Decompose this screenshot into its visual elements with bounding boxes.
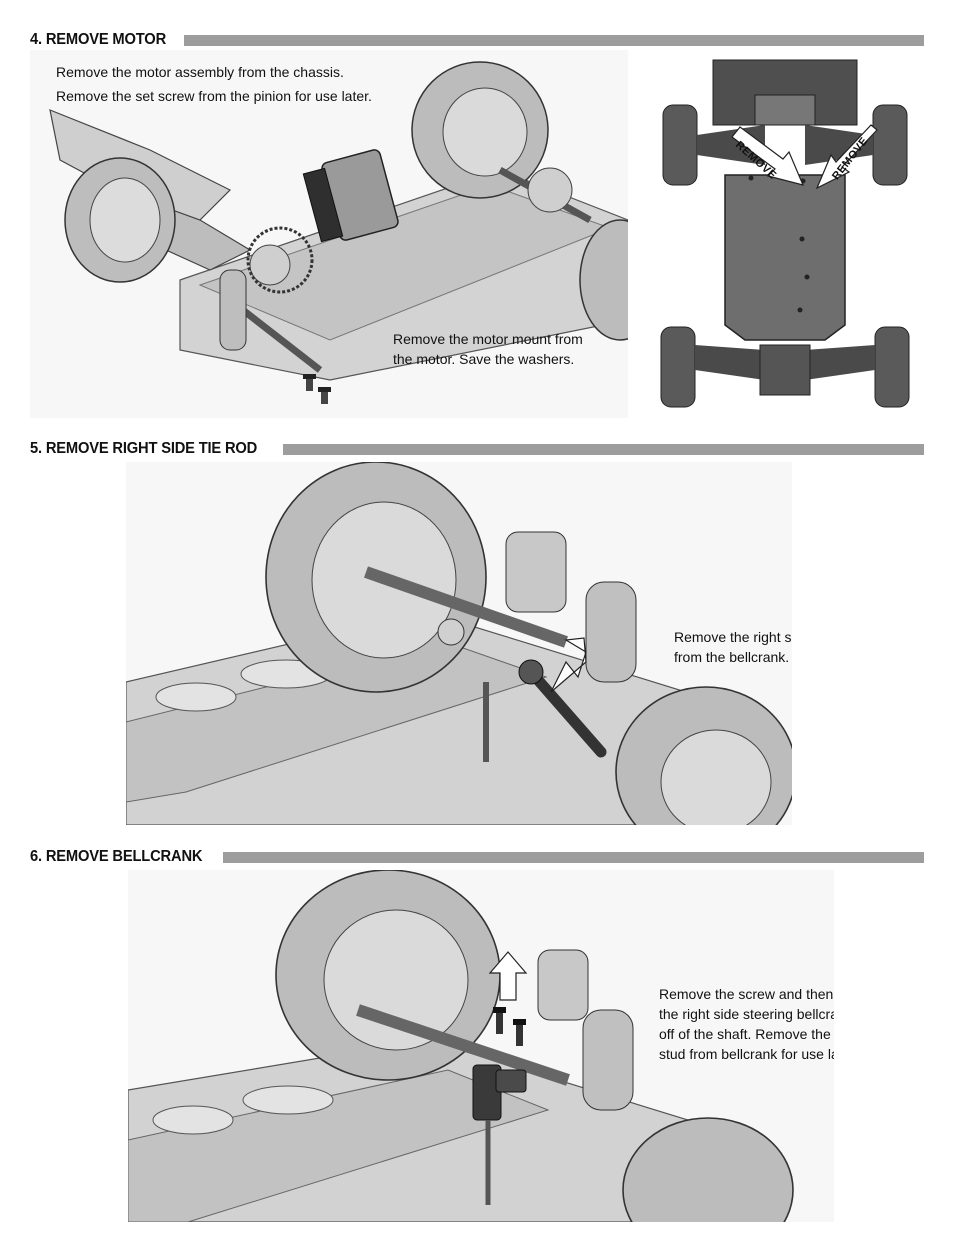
caption-line: the motor. Save the washers. xyxy=(393,351,575,367)
caption-line: off of the shaft. Remove the ball xyxy=(659,1026,834,1042)
caption-line: Remove the set screw from the pinion for… xyxy=(56,88,372,104)
step-5-rule xyxy=(282,443,924,455)
step-6-caption: Remove the screw and then slide the righ… xyxy=(659,984,834,1064)
step-4-title: 4. REMOVE MOTOR xyxy=(30,31,167,48)
step-5-header: 5. REMOVE RIGHT SIDE TIE ROD xyxy=(30,439,924,459)
step-4-caption-2: Remove the motor mount from the motor. S… xyxy=(393,329,583,369)
caption-line: Remove the motor assembly from the chass… xyxy=(56,64,344,80)
step-4-caption-1: Remove the motor assembly from the chass… xyxy=(56,62,372,106)
step-4-top-view-illustration: REMOVE REMOVE xyxy=(655,55,915,413)
caption-line: stud from bellcrank for use later. xyxy=(659,1046,834,1062)
caption-line: the right side steering bellcrank xyxy=(659,1006,834,1022)
step-5-caption: Remove the right side tie rod from the b… xyxy=(674,627,792,667)
step-4-header: 4. REMOVE MOTOR xyxy=(30,30,924,50)
step-4-motor-illustration: Remove the motor assembly from the chass… xyxy=(30,50,628,418)
step-6-rule xyxy=(223,851,924,863)
step-4-rule xyxy=(183,34,924,46)
step-5-tie-rod-illustration: Remove the right side tie rod from the b… xyxy=(126,462,792,825)
step-6-bellcrank-illustration: Remove the screw and then slide the righ… xyxy=(128,870,834,1222)
caption-line: Remove the screw and then slide xyxy=(659,986,834,1002)
caption-line: from the bellcrank. xyxy=(674,649,790,665)
step-6-title: 6. REMOVE BELLCRANK xyxy=(30,848,203,865)
step-5-title: 5. REMOVE RIGHT SIDE TIE ROD xyxy=(30,440,258,457)
caption-line: Remove the right side tie rod xyxy=(674,629,792,645)
caption-line: Remove the motor mount from xyxy=(393,331,583,347)
step-6-header: 6. REMOVE BELLCRANK xyxy=(30,847,924,867)
